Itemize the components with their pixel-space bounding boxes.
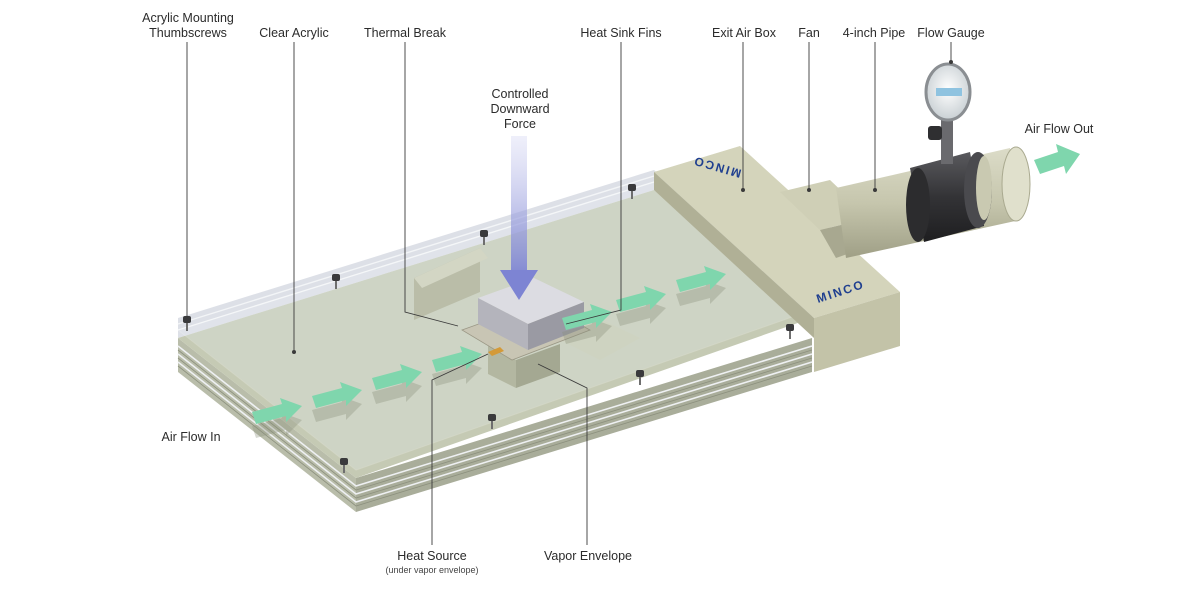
force-arrow-shaft [511,136,527,276]
air-box-left-face [654,172,814,338]
air-box-front-face [814,292,900,372]
label-vapor-envelope: Vapor Envelope [543,549,633,563]
label-heat-sink-fins: Heat Sink Fins [580,26,662,40]
leader-dots [292,60,953,354]
air-flow-out-arrow [1034,144,1080,174]
air-flow-arrow [312,382,362,422]
air-flow-arrow [252,398,302,438]
acrylic-layer-stripes [177,345,813,503]
air-flow-arrow [432,346,482,386]
label-clear-acrylic: Clear Acrylic [259,26,329,40]
flow-gauge [924,62,972,164]
label-air-flow-in: Air Flow In [161,430,221,444]
label-air-flow-out: Air Flow Out [1024,122,1094,136]
air-flow-arrow [562,304,612,344]
thermal-break-left-panel-top [414,248,488,288]
pipe-end [1001,146,1031,222]
air-flow-arrow [616,286,666,326]
force-arrow-head [500,270,538,300]
thumbscrew [480,230,488,245]
thumbscrew [636,370,644,385]
collar-face-left [906,168,930,242]
leader-lines [186,42,952,545]
downward-force-arrow [500,136,538,300]
label-4-inch-pipe: 4-inch Pipe [842,26,906,40]
enclosure-back-wall [178,170,654,338]
gauge-stem [941,112,953,164]
thumbscrew [183,316,191,331]
air-flow-arrows [252,266,726,438]
label-thumbscrews-line2: Thumbscrews [149,26,227,40]
exit-air-box: MINCO MINCO [654,146,900,372]
air-box-top [654,146,900,318]
block-left [478,298,528,350]
thumbscrew [488,414,496,429]
label-thermal-break: Thermal Break [364,26,446,40]
thumbscrews [183,184,794,473]
label-thumbscrews-line1: Acrylic Mounting [142,11,234,25]
gauge-knob [928,126,942,140]
label-controlled-downward-force: Controlled Downward Force [490,87,549,132]
air-flow-arrow [676,266,726,306]
label-acrylic-mounting-thumbscrews: Acrylic Mounting Thumbscrews [142,11,234,41]
block-top [478,278,584,324]
label-force-line1: Controlled [491,87,549,101]
thumbscrew [628,184,636,199]
label-force-line3: Force [504,117,536,131]
label-heat-source: Heat Source [397,549,467,563]
acrylic-layer-shadows [177,349,813,507]
pedestal-right [516,344,560,388]
heat-sink-block [478,278,584,350]
label-heat-source-note: (under vapor envelope) [385,565,479,575]
label-fan: Fan [798,26,820,40]
flow-gauge-collar [906,152,992,242]
thumbscrew [340,458,348,473]
label-force-line2: Downward [490,102,550,116]
thumbscrew [332,274,340,289]
heat-source [488,347,504,356]
air-flow-arrow [372,364,422,404]
label-exit-air-box: Exit Air Box [712,26,776,40]
label-flow-gauge: Flow Gauge [917,26,985,40]
thumbscrew [786,324,794,339]
block-right [528,302,584,350]
gauge-window [936,88,962,96]
